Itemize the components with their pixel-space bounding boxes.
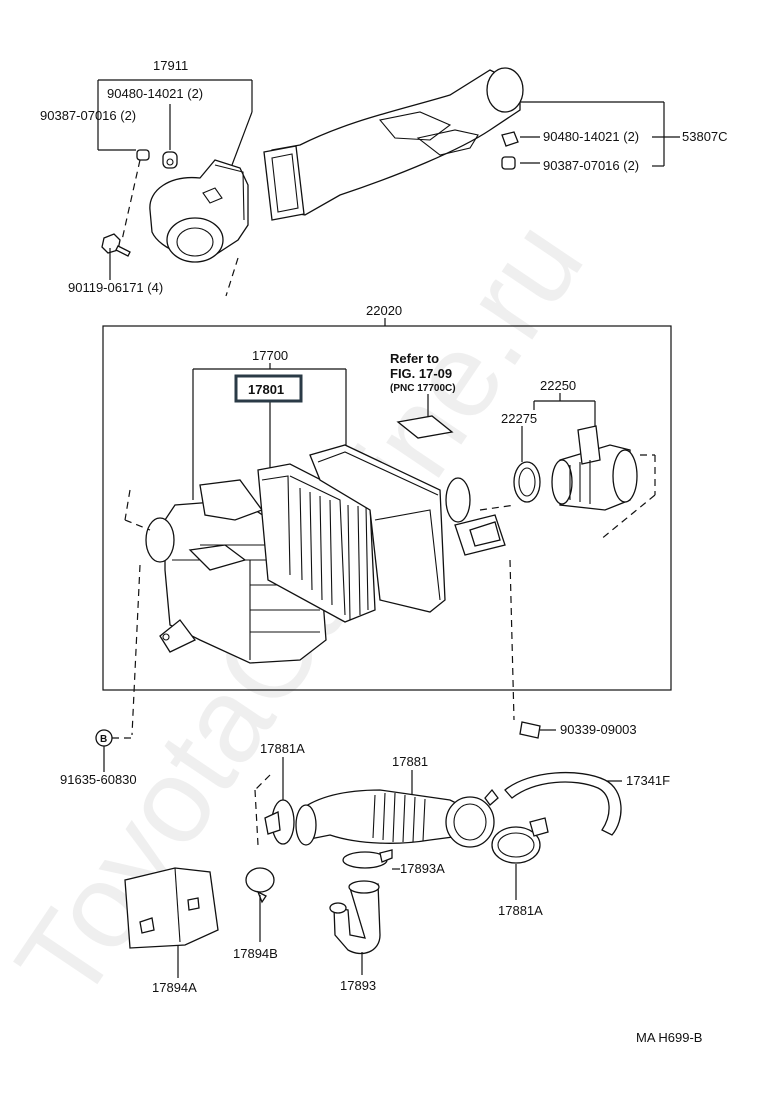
dash-left-clamp: [254, 774, 271, 791]
assembly-box-22020: [102, 325, 672, 691]
part-label-53807c: 53807C: [682, 129, 728, 144]
part-label-17881: 17881: [392, 754, 428, 769]
part-label-17881a-right: 17881A: [498, 903, 543, 918]
part-label-22020: 22020: [366, 303, 402, 318]
air-duct-17911-drawing: [101, 149, 249, 263]
part-label-90387-07016-right: 90387-07016 (2): [543, 158, 639, 173]
flow-meter-dash-lines: [599, 454, 656, 541]
part-label-17893a: 17893A: [400, 861, 445, 876]
part-label-17894b: 17894B: [233, 946, 278, 961]
inlet-duct-drawing: [263, 67, 524, 221]
hose-17893-drawing: [329, 880, 381, 955]
refer-text-line2: FIG. 17-09: [390, 366, 452, 381]
part-label-90119-06171: 90119-06171 (4): [68, 280, 163, 295]
bolt-91635-marker: B: [100, 734, 107, 745]
air-hose-17881-drawing: [295, 788, 499, 848]
part-label-17894a: 17894A: [152, 980, 197, 995]
part-label-17341f: 17341F: [626, 773, 670, 788]
part-label-90480-14021-left: 90480-14021 (2): [107, 86, 203, 101]
hose-17341f-drawing: [504, 772, 622, 836]
leader-lines-top-right: [520, 101, 680, 167]
refer-text-line1: Refer to: [390, 351, 439, 366]
clamp-17893a-drawing: [342, 849, 393, 869]
clamp-17881a-right-drawing: [491, 817, 549, 864]
air-cleaner-case-drawing: [145, 444, 506, 664]
part-label-22250: 22250: [540, 378, 576, 393]
part-label-91635-60830: 91635-60830: [60, 772, 137, 787]
leader-lines-top-left: [97, 79, 253, 297]
refer-text-line3: (PNC 17700C): [390, 383, 456, 394]
part-label-17881a-left: 17881A: [260, 741, 305, 756]
part-label-17801: 17801: [248, 382, 284, 397]
case-dash-lines: [124, 489, 516, 736]
dash-left-clamp-2: [254, 789, 259, 846]
highlight-box-17801: [234, 374, 303, 403]
clamp-17894b-drawing: [245, 867, 275, 904]
leader-lines-22250: [521, 393, 596, 462]
clip-90339-09003-icon: [519, 721, 541, 739]
filter-element-icon: [396, 415, 454, 439]
footer-code: MA H699-B: [636, 1030, 702, 1045]
air-flow-meter-drawing: [513, 425, 638, 511]
part-label-17911: 17911: [153, 58, 188, 73]
resonator-17894a-drawing: [124, 867, 219, 949]
part-label-90387-07016-left: 90387-07016 (2): [40, 108, 136, 123]
part-label-90480-14021-right: 90480-14021 (2): [543, 129, 639, 144]
clamp-17881a-left-drawing: [264, 799, 295, 845]
part-label-90339-09003: 90339-09003: [560, 722, 637, 737]
leader-lines-17700: [192, 363, 347, 500]
part-label-17700: 17700: [252, 348, 288, 363]
part-label-22275: 22275: [501, 411, 537, 426]
part-label-17893: 17893: [340, 978, 376, 993]
